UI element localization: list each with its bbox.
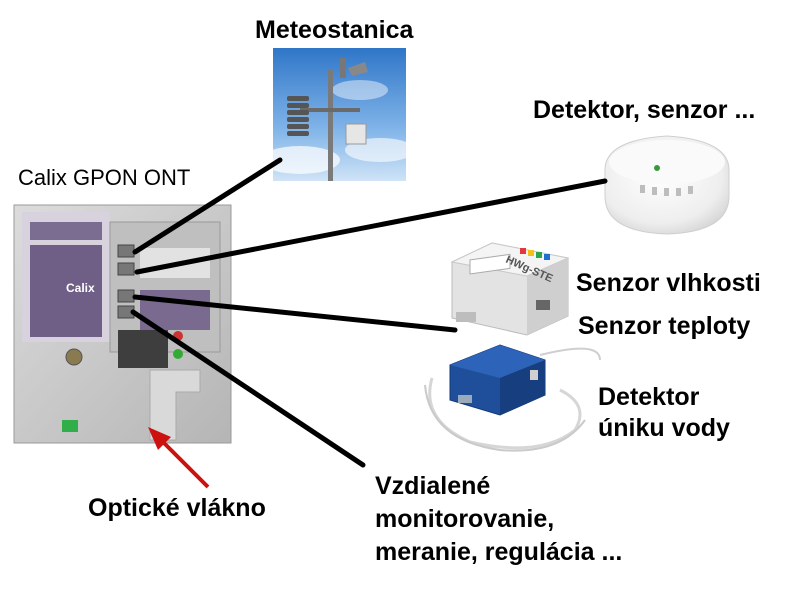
label-calix-ont: Calix GPON ONT	[18, 165, 191, 190]
weather-station-image	[260, 48, 415, 181]
humidity-temperature-sensor-image: HWg-STE	[450, 242, 570, 336]
connector-lines	[130, 157, 608, 468]
label-weather-station: Meteostanica	[255, 16, 414, 44]
label-water-leak-line2: úniku vody	[598, 414, 730, 442]
line-to-smoke-detector	[134, 178, 608, 275]
line-to-remote-monitoring	[130, 309, 366, 468]
label-water-leak-line1: Detektor	[598, 383, 700, 411]
water-leak-detector-image	[424, 344, 601, 452]
label-detector-sensor: Detektor, senzor ...	[533, 96, 756, 124]
line-to-weather-station	[132, 157, 283, 255]
label-humidity-sensor: Senzor vlhkosti	[576, 269, 761, 297]
label-optical-fiber: Optické vlákno	[88, 494, 266, 522]
optical-fiber-arrow	[148, 427, 210, 489]
ont-brand-text: Calix	[66, 281, 95, 295]
calix-ont-device-image: Calix	[13, 204, 232, 444]
line-to-humidity-sensor	[132, 294, 458, 333]
label-remote-line3: meranie, regulácia ...	[375, 538, 623, 566]
label-remote-line1: Vzdialené	[375, 472, 491, 500]
smoke-detector-image	[604, 135, 730, 235]
label-remote-line2: monitorovanie,	[375, 505, 555, 533]
label-temperature-sensor: Senzor teploty	[578, 312, 751, 340]
